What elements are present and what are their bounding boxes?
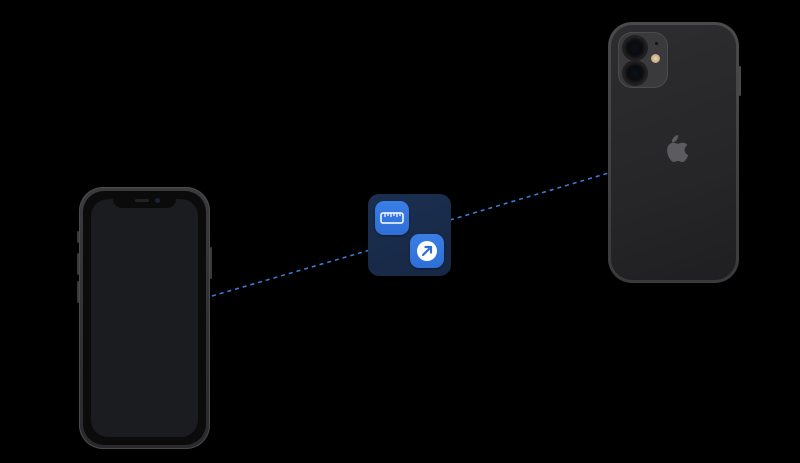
- volume-down-button: [77, 281, 79, 303]
- connection-segment-left: [211, 249, 371, 297]
- volume-up-button: [77, 253, 79, 275]
- phone-back-glass: [611, 25, 736, 280]
- phone-back-icon: [608, 22, 741, 283]
- ruler-icon: [380, 212, 404, 224]
- front-camera-icon: [155, 198, 160, 203]
- microphone-hole: [655, 42, 658, 45]
- phone-notch: [113, 195, 176, 208]
- flash-icon: [651, 54, 660, 63]
- ultrawide-camera-lens-icon: [624, 62, 646, 84]
- ruler-tile: [375, 201, 409, 235]
- side-power-button-back: [739, 66, 741, 96]
- side-power-button: [210, 247, 212, 279]
- wide-camera-lens-icon: [624, 37, 646, 59]
- phone-bezel: [83, 191, 206, 445]
- apple-logo-icon: [667, 135, 689, 163]
- arrow-up-right-icon: [417, 241, 437, 261]
- earpiece-speaker: [135, 199, 149, 202]
- phone-front-icon: [77, 187, 212, 449]
- silent-switch: [77, 231, 79, 243]
- camera-module: [618, 32, 668, 88]
- measure-app-icon: [368, 194, 451, 276]
- arrow-tile: [410, 234, 444, 268]
- phone-screen: [91, 199, 198, 437]
